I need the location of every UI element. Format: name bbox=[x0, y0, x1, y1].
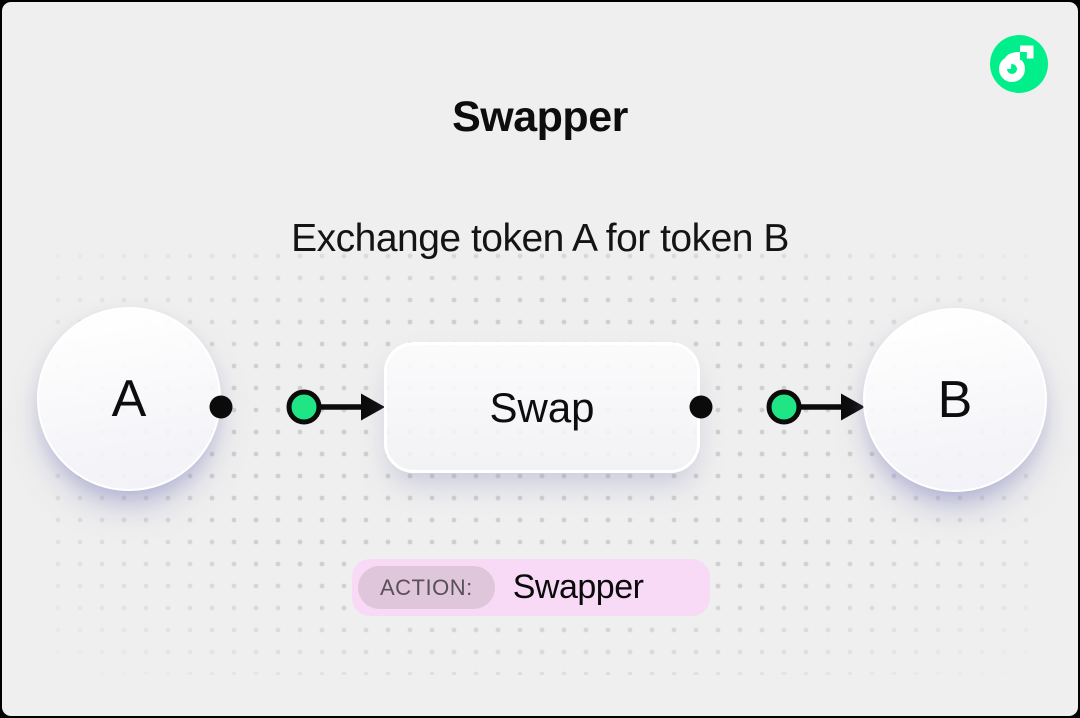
swap-process-label: Swap bbox=[489, 383, 595, 431]
action-badge: ACTION: Swapper bbox=[352, 559, 710, 616]
connector-a-to-swap bbox=[209, 389, 385, 425]
action-badge-label: ACTION: bbox=[358, 566, 495, 609]
swap-process-box: Swap bbox=[384, 342, 700, 473]
connector-swap-to-b bbox=[689, 389, 865, 425]
token-b-label: B bbox=[937, 371, 973, 429]
page-title: Swapper bbox=[452, 92, 628, 141]
arrowhead-icon bbox=[841, 393, 865, 421]
token-a-node: A bbox=[37, 307, 221, 491]
action-badge-value: Swapper bbox=[512, 568, 644, 606]
connector-start-dot bbox=[209, 395, 233, 419]
connector-green-node bbox=[766, 389, 802, 425]
page-subtitle: Exchange token A for token B bbox=[291, 217, 789, 260]
arrowhead-icon bbox=[361, 393, 385, 421]
token-b-node: B bbox=[863, 308, 1047, 492]
token-a-label: A bbox=[111, 370, 147, 428]
connector-green-node bbox=[286, 389, 322, 425]
connector-start-dot bbox=[689, 395, 713, 419]
flow-logo-icon bbox=[990, 35, 1048, 93]
